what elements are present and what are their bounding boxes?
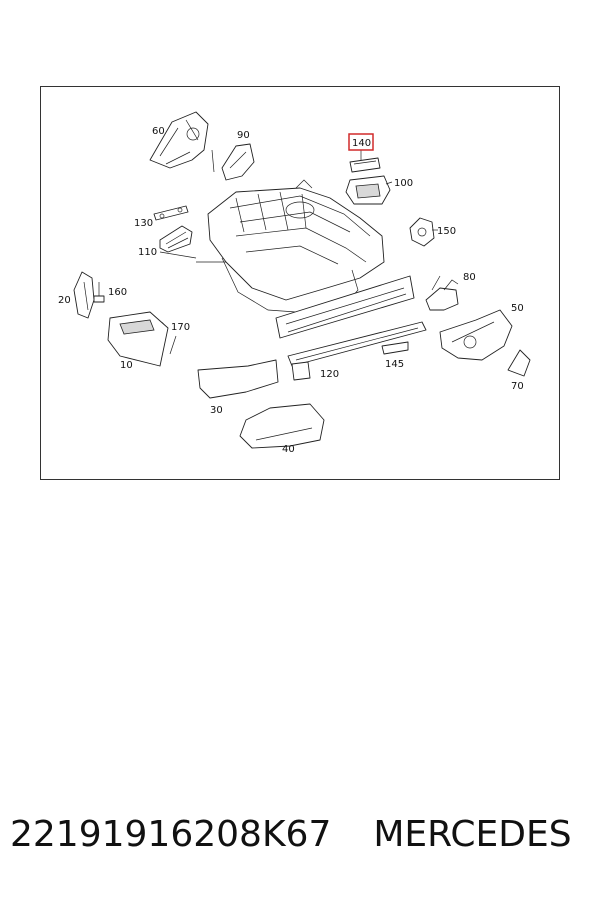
part-50 bbox=[439, 309, 513, 361]
callout-100: 100 bbox=[394, 178, 413, 189]
part-145 bbox=[381, 341, 409, 355]
part-number: 22191916208K67 bbox=[10, 813, 332, 855]
callout-140: 140 bbox=[352, 138, 371, 149]
callout-150: 150 bbox=[437, 226, 456, 237]
callout-20: 20 bbox=[58, 295, 71, 306]
callout-170: 170 bbox=[171, 322, 190, 333]
callout-50: 50 bbox=[511, 303, 524, 314]
part-110 bbox=[159, 225, 193, 253]
callout-145: 145 bbox=[385, 359, 404, 370]
callout-30: 30 bbox=[210, 405, 223, 416]
part-40 bbox=[239, 403, 325, 449]
diagram-frame bbox=[40, 86, 560, 480]
part-120 bbox=[287, 321, 427, 381]
part-60 bbox=[149, 111, 215, 173]
callout-130: 130 bbox=[134, 218, 153, 229]
part-30 bbox=[197, 359, 279, 399]
part-100 bbox=[345, 175, 391, 205]
part-160 bbox=[93, 282, 105, 303]
part-150 bbox=[409, 217, 435, 247]
part-90 bbox=[221, 143, 255, 181]
part-80 bbox=[425, 279, 459, 311]
callout-40: 40 bbox=[282, 444, 295, 455]
part-130 bbox=[153, 205, 189, 221]
callout-10: 10 bbox=[120, 360, 133, 371]
callout-110: 110 bbox=[138, 247, 157, 258]
callout-70: 70 bbox=[511, 381, 524, 392]
part-10 bbox=[107, 311, 177, 367]
brand-name: MERCEDES bbox=[373, 813, 572, 855]
seat-rail bbox=[275, 275, 415, 339]
highlight-box-140 bbox=[348, 133, 374, 151]
callout-60: 60 bbox=[152, 126, 165, 137]
part-70 bbox=[507, 349, 531, 377]
leader-lines bbox=[159, 150, 441, 291]
callout-90: 90 bbox=[237, 130, 250, 141]
callout-120: 120 bbox=[320, 369, 339, 380]
seat-frame-assembly bbox=[196, 179, 385, 313]
part-info-footer: 22191916208K67 MERCEDES bbox=[10, 808, 590, 860]
part-20 bbox=[73, 271, 95, 319]
callout-160: 160 bbox=[108, 287, 127, 298]
part-140 bbox=[349, 157, 381, 173]
callout-80: 80 bbox=[463, 272, 476, 283]
